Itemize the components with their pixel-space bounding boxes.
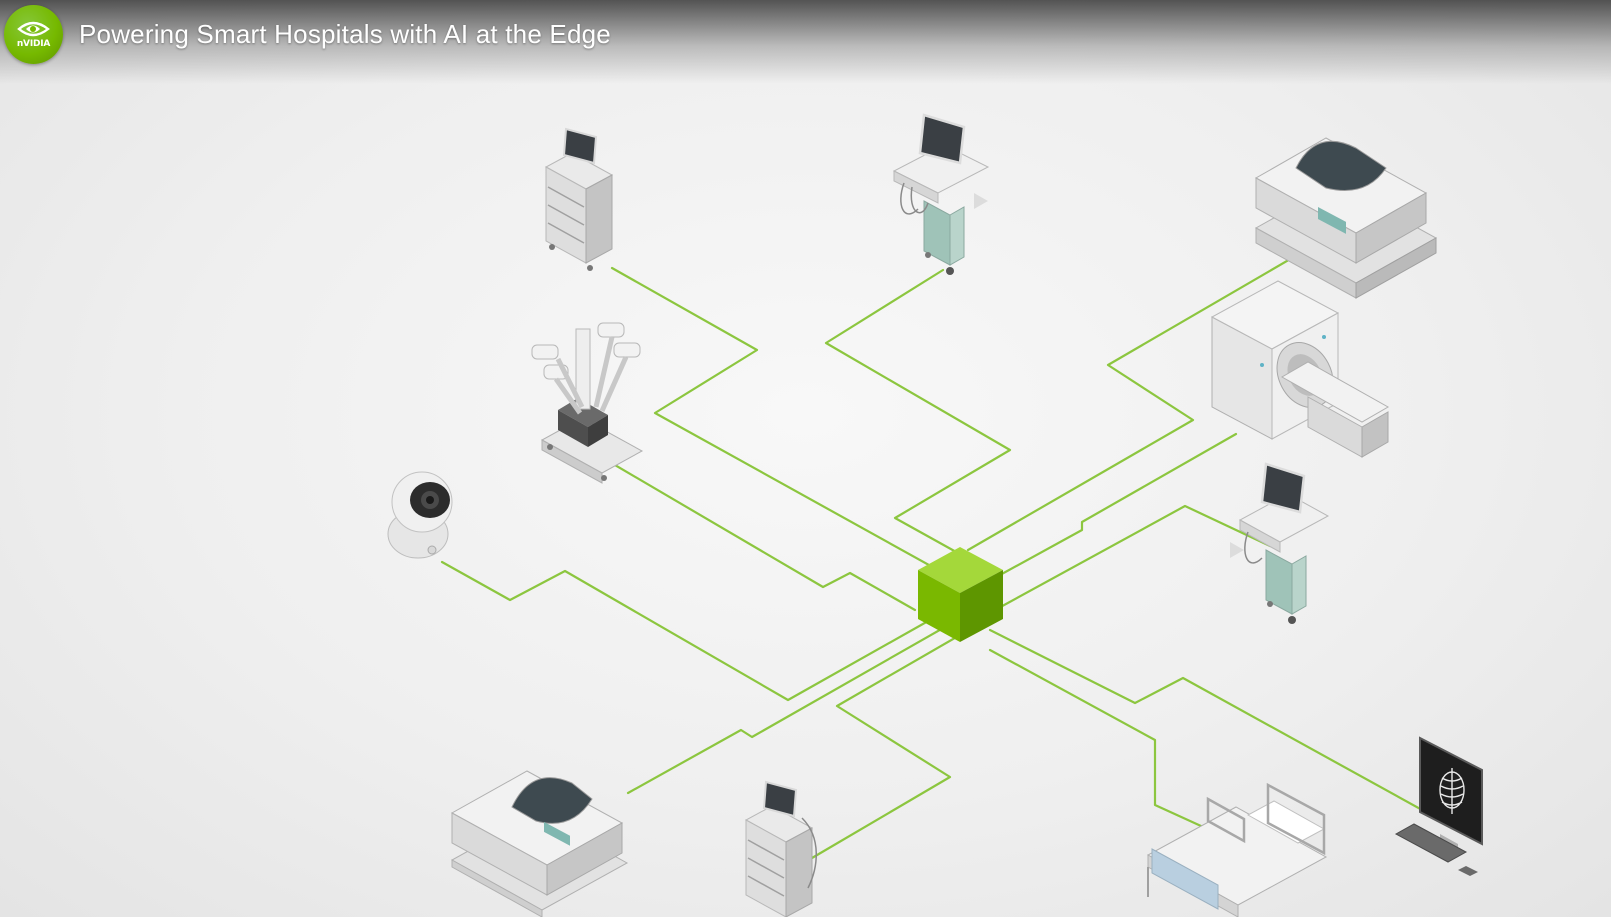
link-security-camera (440, 560, 932, 702)
security-camera-icon[interactable] (387, 471, 453, 559)
nvidia-eye-icon (17, 21, 50, 37)
ultrasound-cart-icon[interactable] (544, 127, 614, 271)
link-xray-workstation (988, 628, 1464, 834)
video-title-bar: nVIDIA Powering Smart Hospitals with AI … (0, 0, 1611, 84)
nvidia-logo[interactable]: nVIDIA (4, 5, 63, 64)
link-ventilator-right (993, 504, 1272, 612)
video-title: Powering Smart Hospitals with AI at the … (79, 19, 611, 49)
link-incubator-bottom-left (626, 625, 947, 795)
edge-ai-cube-icon[interactable] (918, 547, 1003, 642)
connection-lines (440, 231, 1464, 860)
hub-top-face (918, 547, 1003, 593)
surgical-robot-icon[interactable] (531, 322, 644, 484)
hospital-bed-icon[interactable] (1146, 782, 1328, 917)
xray-monitor-icon[interactable] (1394, 736, 1483, 876)
link-ultrasound-bottom (810, 633, 962, 860)
nvidia-logo-text: nVIDIA (16, 39, 51, 49)
link-ct-scanner (998, 432, 1238, 577)
ct-scanner-icon[interactable] (1210, 280, 1390, 458)
link-incubator-top-right (966, 231, 1337, 552)
link-hospital-bed (988, 648, 1214, 833)
ventilator-cart-icon[interactable] (892, 113, 990, 275)
hub-left-face (918, 570, 960, 642)
link-ultrasound-top-left (610, 266, 958, 582)
hub-right-face (960, 570, 1003, 642)
ultrasound-cart-icon[interactable] (744, 780, 817, 917)
link-surgical-robot (601, 456, 917, 612)
ventilator-cart-icon[interactable] (1230, 462, 1330, 624)
link-ventilator-top-center (824, 268, 1012, 555)
incubator-icon[interactable] (450, 770, 629, 917)
incubator-icon[interactable] (1254, 137, 1438, 299)
